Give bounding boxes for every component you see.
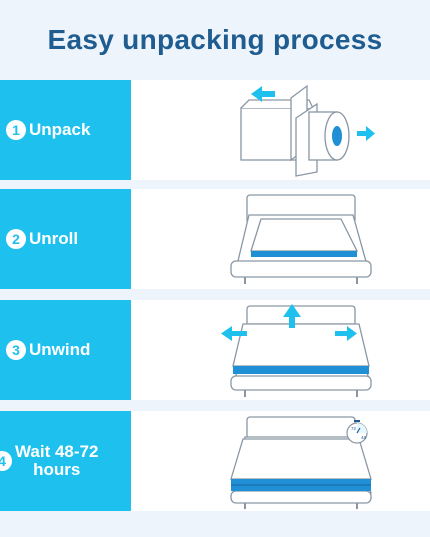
roll-center <box>332 126 342 146</box>
step-number-badge: 2 <box>6 229 26 249</box>
arrow-right-icon <box>357 126 375 141</box>
bed-expanding-illustration <box>221 304 372 397</box>
step-label-unroll: 2 Unroll <box>0 189 131 289</box>
step-title-line1: Wait 48-72 <box>15 442 99 461</box>
page-title: Easy unpacking process <box>47 24 383 55</box>
step-title: Unpack <box>29 120 91 139</box>
step-label-wait: 4 Wait 48-72 hours <box>0 411 131 511</box>
step-unwind: 3 Unwind <box>0 300 430 400</box>
step-wait: 4 Wait 48-72 hours <box>0 411 430 511</box>
arrow-left-icon <box>251 86 275 102</box>
step-illustration-panel <box>131 189 430 289</box>
step-illustration-panel: 72 48 <box>131 411 430 511</box>
step-title: Unwind <box>29 340 91 359</box>
step-number-badge: 1 <box>6 120 26 140</box>
step-unpack: 1 Unpack <box>0 80 430 180</box>
bed-unrolled-illustration <box>230 194 372 284</box>
mattress-edge <box>233 366 369 374</box>
step-title: Unroll <box>29 229 79 248</box>
mattress-edge <box>251 251 357 257</box>
arrow-right-icon <box>335 326 357 341</box>
bed-full-mattress-illustration: 72 48 <box>230 416 372 509</box>
timer-icon: 72 48 <box>346 420 368 444</box>
step-unroll: 2 Unroll <box>0 189 430 289</box>
step-illustration-panel <box>131 300 430 400</box>
arrow-left-icon <box>221 326 247 341</box>
timer-mark-top: 72 <box>351 426 357 431</box>
arrow-up-icon <box>283 304 301 328</box>
timer-mark-right: 48 <box>361 435 367 440</box>
box-unpacking-illustration <box>240 84 375 177</box>
step-number-badge: 4 <box>0 451 12 471</box>
step-illustration-panel <box>131 80 430 180</box>
step-label-unwind: 3 Unwind <box>0 300 131 400</box>
step-title-line2: hours <box>33 460 81 479</box>
step-label-unpack: 1 Unpack <box>0 80 131 180</box>
step-number-badge: 3 <box>6 340 26 360</box>
